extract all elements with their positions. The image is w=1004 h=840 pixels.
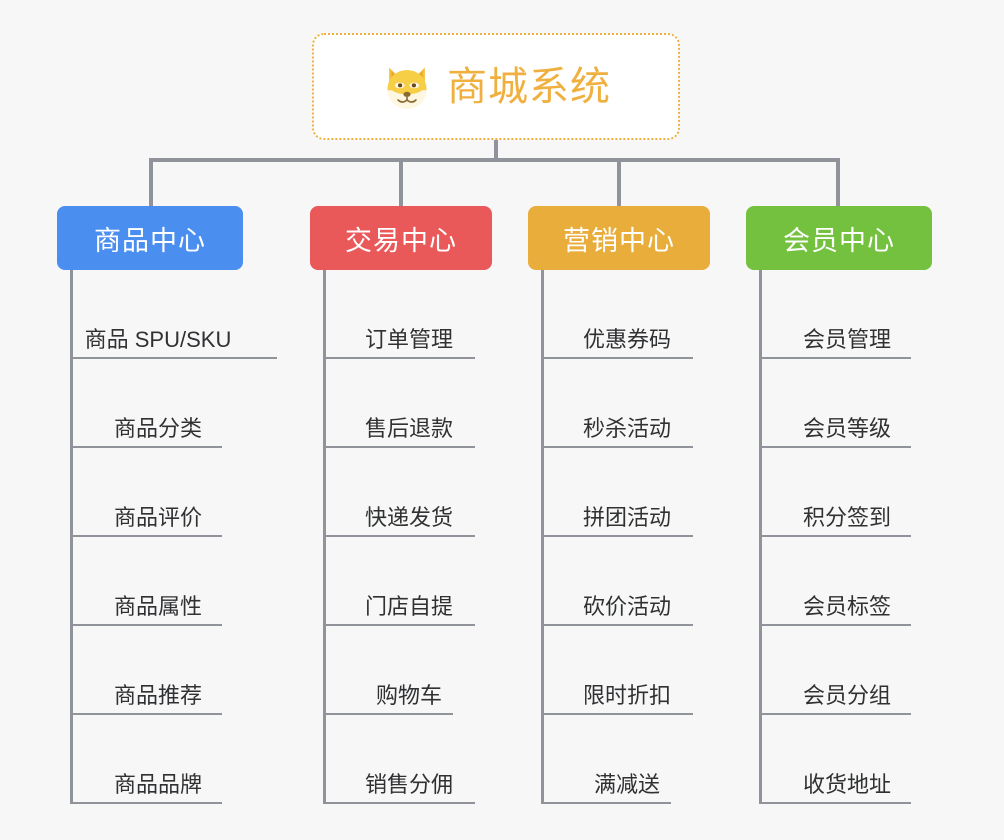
item-underline xyxy=(759,357,911,359)
list-item[interactable]: 会员分组 xyxy=(759,626,932,715)
list-item-label: 砍价活动 xyxy=(582,593,671,619)
list-item-label: 商品分类 xyxy=(113,415,202,441)
list-item[interactable]: 会员管理 xyxy=(759,270,932,359)
list-item[interactable]: 拼团活动 xyxy=(541,448,710,537)
branch-list-member-center: 会员管理 会员等级 积分签到 会员标签 会员分组 收货地址 xyxy=(759,270,932,804)
list-item[interactable]: 商品品牌 xyxy=(70,715,243,804)
list-item[interactable]: 积分签到 xyxy=(759,448,932,537)
list-item[interactable]: 商品 SPU/SKU xyxy=(70,270,277,359)
list-item[interactable]: 商品推荐 xyxy=(70,626,243,715)
list-item-label: 订单管理 xyxy=(364,326,453,352)
item-underline xyxy=(323,535,475,537)
item-underline xyxy=(323,802,475,804)
list-item-label: 优惠券码 xyxy=(582,326,671,352)
list-item[interactable]: 快递发货 xyxy=(323,448,492,537)
list-item[interactable]: 商品分类 xyxy=(70,359,243,448)
branch-column-trade-center: 交易中心 订单管理 售后退款 快递发货 门店自提 购物车 xyxy=(310,206,492,804)
list-item[interactable]: 门店自提 xyxy=(323,537,492,626)
list-item-label: 商品 SPU/SKU xyxy=(84,326,232,352)
connector-root-stub xyxy=(494,140,498,162)
branch-header-marketing-center[interactable]: 营销中心 xyxy=(528,206,710,270)
list-item-label: 商品属性 xyxy=(113,593,202,619)
list-item[interactable]: 秒杀活动 xyxy=(541,359,710,448)
branch-header-trade-center[interactable]: 交易中心 xyxy=(310,206,492,270)
item-underline xyxy=(70,624,222,626)
branch-spine xyxy=(759,270,762,804)
item-underline xyxy=(70,446,222,448)
connector-horizontal-bus xyxy=(149,158,840,162)
list-item[interactable]: 商品属性 xyxy=(70,537,243,626)
item-underline xyxy=(759,713,911,715)
item-underline xyxy=(759,624,911,626)
branch-header-member-center[interactable]: 会员中心 xyxy=(746,206,932,270)
item-underline xyxy=(323,446,475,448)
list-item-label: 商品品牌 xyxy=(113,771,202,797)
list-item[interactable]: 订单管理 xyxy=(323,270,492,359)
list-item-label: 商品推荐 xyxy=(113,682,202,708)
item-underline xyxy=(323,624,475,626)
list-item-label: 门店自提 xyxy=(364,593,453,619)
list-item[interactable]: 优惠券码 xyxy=(541,270,710,359)
list-item-label: 会员等级 xyxy=(802,415,891,441)
list-item-label: 商品评价 xyxy=(113,504,202,530)
item-underline xyxy=(541,624,693,626)
list-item-label: 秒杀活动 xyxy=(582,415,671,441)
branch-spine xyxy=(541,270,544,804)
item-underline xyxy=(541,713,693,715)
root-title: 商城系统 xyxy=(447,64,611,109)
branch-list-marketing-center: 优惠券码 秒杀活动 拼团活动 砍价活动 限时折扣 满减送 xyxy=(541,270,710,804)
list-item[interactable]: 满减送 xyxy=(541,715,710,804)
connector-drop-0 xyxy=(149,158,153,206)
list-item-label: 拼团活动 xyxy=(582,504,671,530)
list-item-label: 会员分组 xyxy=(802,682,891,708)
connector-drop-2 xyxy=(617,158,621,206)
dog-face-icon xyxy=(381,61,433,113)
list-item-label: 限时折扣 xyxy=(582,682,671,708)
list-item[interactable]: 售后退款 xyxy=(323,359,492,448)
branch-column-member-center: 会员中心 会员管理 会员等级 积分签到 会员标签 会员分组 xyxy=(746,206,932,804)
item-underline xyxy=(541,446,693,448)
item-underline xyxy=(759,446,911,448)
list-item[interactable]: 限时折扣 xyxy=(541,626,710,715)
branch-column-marketing-center: 营销中心 优惠券码 秒杀活动 拼团活动 砍价活动 限时折扣 xyxy=(528,206,710,804)
connector-drop-3 xyxy=(836,158,840,206)
list-item-label: 积分签到 xyxy=(802,504,891,530)
item-underline xyxy=(70,535,222,537)
item-underline xyxy=(759,535,911,537)
item-underline xyxy=(70,802,222,804)
item-underline xyxy=(70,713,222,715)
list-item-label: 售后退款 xyxy=(364,415,453,441)
list-item[interactable]: 会员标签 xyxy=(759,537,932,626)
list-item-label: 快递发货 xyxy=(364,504,453,530)
item-underline xyxy=(541,535,693,537)
branch-list-trade-center: 订单管理 售后退款 快递发货 门店自提 购物车 销售分佣 xyxy=(323,270,492,804)
item-underline xyxy=(541,357,693,359)
list-item-label: 满减送 xyxy=(593,771,660,797)
list-item-label: 会员标签 xyxy=(802,593,891,619)
item-underline xyxy=(323,713,453,715)
list-item[interactable]: 销售分佣 xyxy=(323,715,492,804)
branch-list-product-center: 商品 SPU/SKU 商品分类 商品评价 商品属性 商品推荐 商品品牌 xyxy=(70,270,277,804)
list-item-label: 收货地址 xyxy=(802,771,891,797)
connector-drop-1 xyxy=(399,158,403,206)
list-item-label: 销售分佣 xyxy=(364,771,453,797)
list-item[interactable]: 购物车 xyxy=(323,626,492,715)
branch-spine xyxy=(323,270,326,804)
branch-header-product-center[interactable]: 商品中心 xyxy=(57,206,243,270)
item-underline xyxy=(759,802,911,804)
item-underline xyxy=(70,357,277,359)
list-item-label: 购物车 xyxy=(375,682,442,708)
list-item-label: 会员管理 xyxy=(802,326,891,352)
list-item[interactable]: 收货地址 xyxy=(759,715,932,804)
root-node-mall-system[interactable]: 商城系统 xyxy=(312,33,680,140)
list-item[interactable]: 砍价活动 xyxy=(541,537,710,626)
item-underline xyxy=(323,357,475,359)
branch-column-product-center: 商品中心 商品 SPU/SKU 商品分类 商品评价 商品属性 商品推荐 xyxy=(57,206,277,804)
list-item[interactable]: 商品评价 xyxy=(70,448,243,537)
list-item[interactable]: 会员等级 xyxy=(759,359,932,448)
item-underline xyxy=(541,802,671,804)
branch-spine xyxy=(70,270,73,804)
